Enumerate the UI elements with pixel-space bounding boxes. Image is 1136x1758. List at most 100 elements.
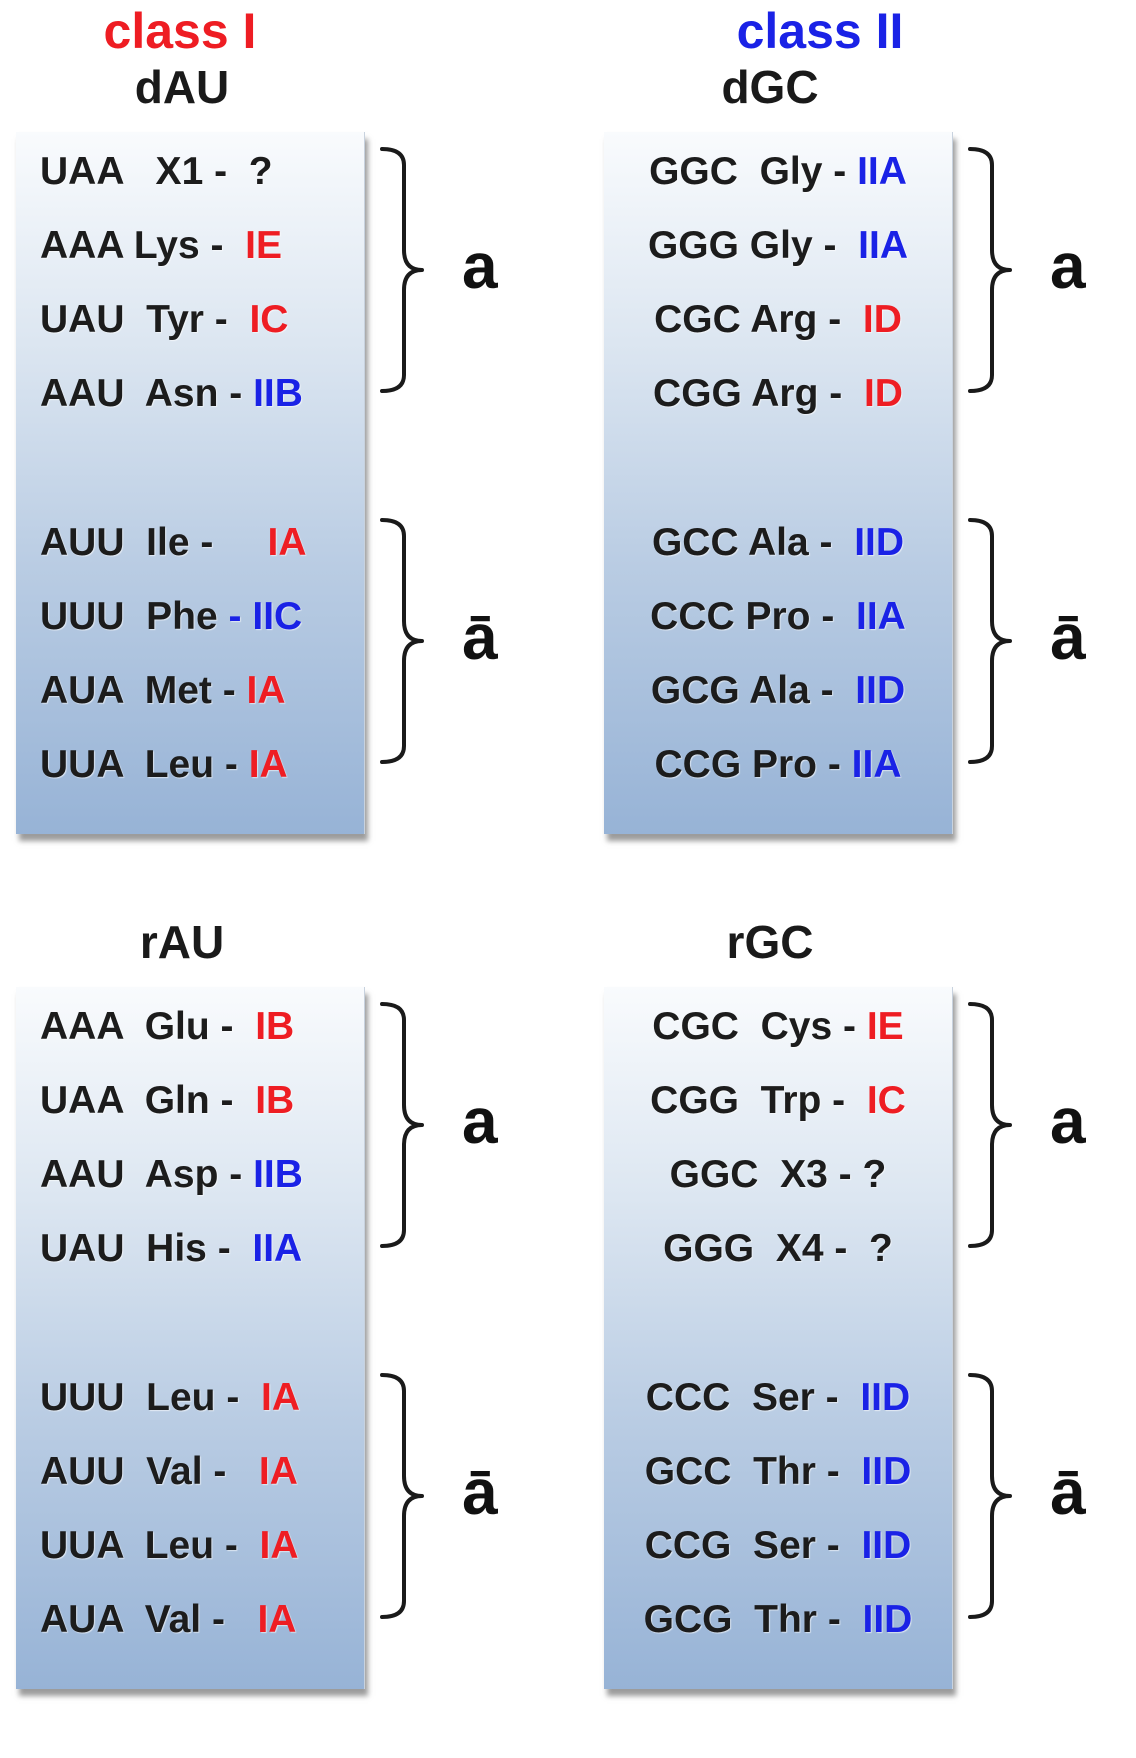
synthetase-class: IA [259,1524,299,1567]
group-brace [378,1000,448,1250]
codon-amino-acid: CGC Cys - [652,1005,867,1048]
codon-row: AUU Val - IA [16,1442,364,1502]
synthetase-class: IC [249,298,289,341]
group-label: a [1050,230,1086,302]
synthetase-class: IIB [253,372,303,415]
synthetase-class: IE [245,224,282,267]
synthetase-class: IID [861,1450,912,1493]
codon-amino-acid: GGC Gly - [649,150,858,193]
codon-row: AAA Lys - IE [16,216,364,276]
group-label: a [462,230,498,302]
codon-amino-acid: AUU Val - [40,1450,259,1493]
synthetase-class: IIA [857,150,907,193]
codon-amino-acid: AUA Val - [40,1598,258,1641]
codon-row: CGC Cys - IE [604,997,952,1057]
synthetase-class: ID [863,372,903,415]
synthetase-class: ? [869,1227,893,1270]
synthetase-class: IA [267,521,307,564]
codon-row: GGG X4 - ? [604,1219,952,1279]
codon-amino-acid: UUA Leu - [40,743,249,786]
quadrant-title: dGC [721,61,819,113]
codon-row: CCG Pro - IIA [604,735,952,795]
synthetase-class: IB [255,1005,295,1048]
codon-row: AUU Ile - IA [16,513,364,573]
codon-row: UAA Gln - IB [16,1071,364,1131]
codon-amino-acid: CCC Ser - [645,1376,861,1419]
codon-amino-acid: UUA Leu - [40,1524,260,1567]
group-label: ā [1050,601,1086,673]
codon-row: CGG Arg - ID [604,364,952,424]
synthetase-class: ID [862,298,902,341]
quadrant-title: rAU [139,916,225,968]
group-brace [378,145,448,395]
synthetase-class: IB [255,1079,295,1122]
codon-amino-acid: UAA Gln - [40,1079,256,1122]
codon-row: UUU Leu - IA [16,1368,364,1428]
codon-row: UUU Phe - IIC [16,587,364,647]
synthetase-class: IIA [858,224,909,267]
codon-row: AAU Asp - IIB [16,1145,364,1205]
codon-amino-acid: AUA Met - [40,669,247,712]
class-i-header: class I [103,3,257,59]
codon-row: UUA Leu - IA [16,735,364,795]
codon-row: GCG Ala - IID [604,661,952,721]
codon-amino-acid: CGG Arg - [653,372,864,415]
codon-amino-acid: UAU Tyr - [40,298,250,341]
codon-row: AUA Met - IA [16,661,364,721]
synthetase-class: IIA [252,1227,303,1270]
quadrant-title: dAU [134,61,230,113]
synthetase-class: ? [248,150,273,193]
group-brace [966,1371,1036,1621]
group-label: a [462,1085,498,1157]
codon-row: UAU Tyr - IC [16,290,364,350]
group-brace [378,516,448,766]
codon-row: CGC Arg - ID [604,290,952,350]
codon-amino-acid: CCG Pro - [654,743,852,786]
codon-box: UAA X1 - ? AAA Lys - IE UAU Tyr - IC AAU As… [16,132,365,834]
codon-amino-acid: GCG Ala - [650,669,856,712]
codon-amino-acid: GCG Thr - [643,1598,863,1641]
synthetase-class: IA [246,669,286,712]
synthetase-class: IA [258,1450,298,1493]
codon-amino-acid: UUU Phe [40,595,229,638]
synthetase-class: - IIC [228,595,303,638]
codon-row: CCG Ser - IID [604,1516,952,1576]
codon-row: GCC Ala - IID [604,513,952,573]
codon-row: AAU Asn - IIB [16,364,364,424]
group-label: a [1050,1085,1086,1157]
codon-amino-acid: AAU Asn - [40,372,254,415]
codon-amino-acid: UUU Leu - [40,1376,261,1419]
synthetase-class: IID [860,1376,911,1419]
codon-amino-acid: AUU Ile - [40,521,268,564]
codon-row: UUA Leu - IA [16,1516,364,1576]
codon-row: GCC Thr - IID [604,1442,952,1502]
synthetase-class: IID [861,1524,912,1567]
synthetase-class: IIB [253,1153,303,1196]
class-ii-header: class II [736,3,904,59]
synthetase-class: IE [866,1005,904,1048]
synthetase-class: IA [261,1376,300,1419]
group-label: ā [462,601,498,673]
synthetase-class: IA [257,1598,297,1641]
codon-row: AUA Val - IA [16,1590,364,1650]
codon-row: GGC X3 - ? [604,1145,952,1205]
codon-amino-acid: AAA Lys - [40,224,246,267]
synthetase-class: IID [862,1598,913,1641]
synthetase-class: IC [866,1079,906,1122]
codon-row: GGC Gly - IIA [604,142,952,202]
codon-row: UAA X1 - ? [16,142,364,202]
synthetase-class: IID [855,669,906,712]
synthetase-class: IA [248,743,288,786]
codon-row: CCC Pro - IIA [604,587,952,647]
synthetase-class: ? [862,1153,887,1196]
codon-row: AAA Glu - IB [16,997,364,1057]
codon-amino-acid: AAA Glu - [40,1005,256,1048]
codon-amino-acid: CCG Ser - [644,1524,862,1567]
quadrant-title: rGC [726,916,814,968]
codon-row: CCC Ser - IID [604,1368,952,1428]
